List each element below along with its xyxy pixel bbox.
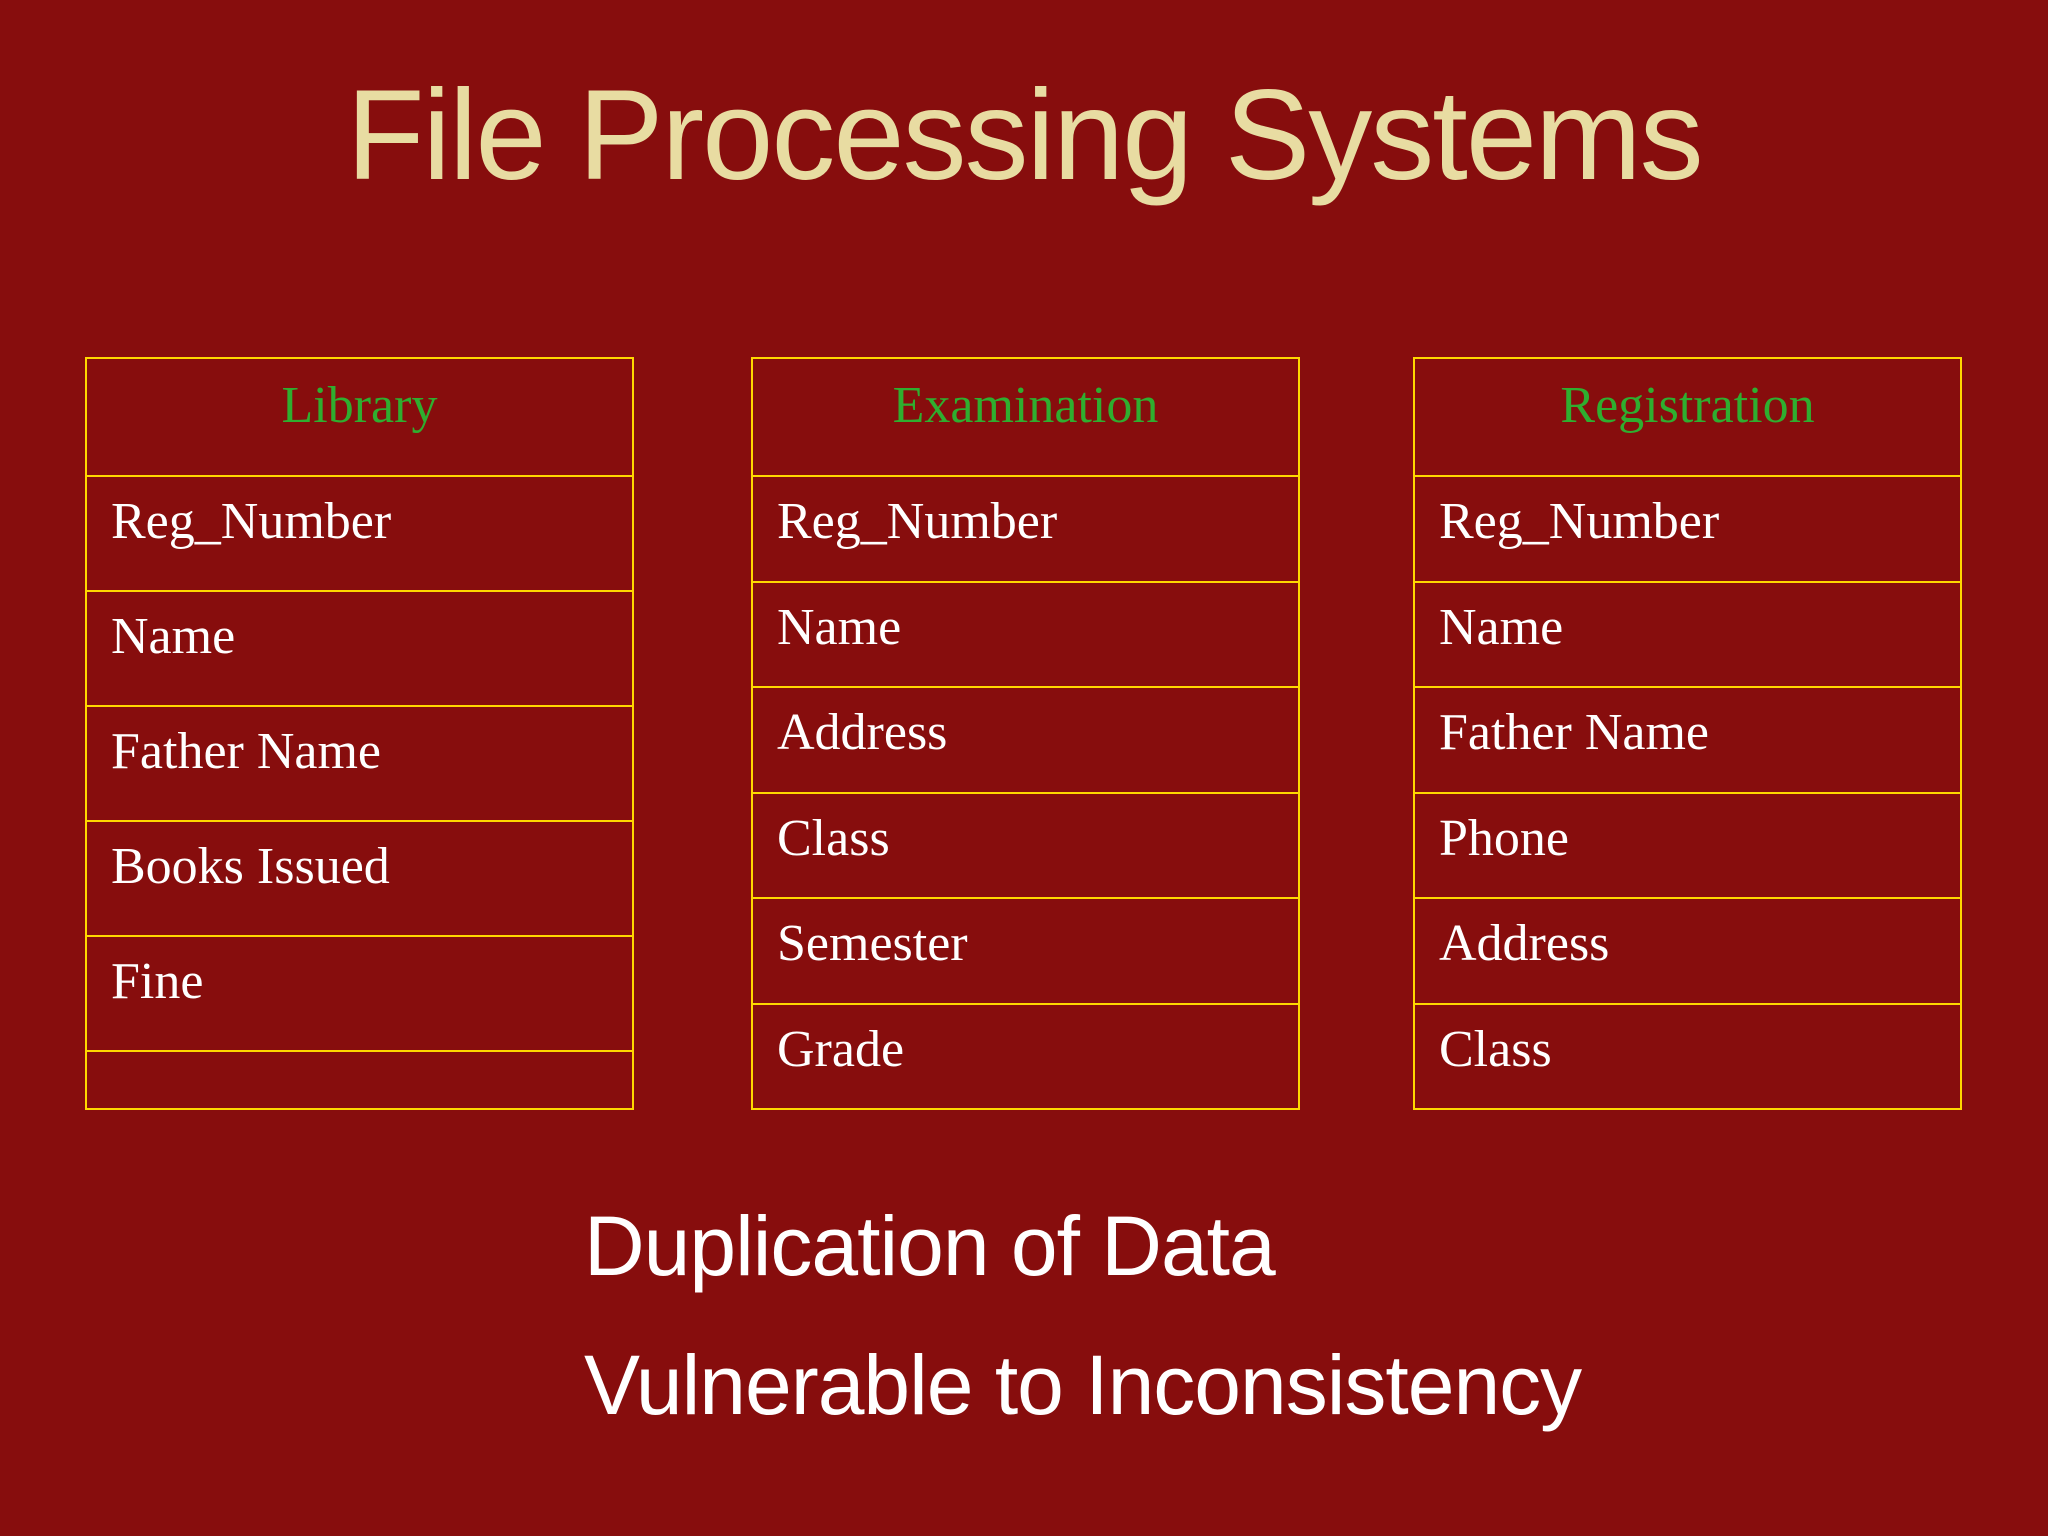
note-duplication-of-data: Duplication of Data xyxy=(584,1199,1276,1293)
library-table: Library Reg_Number Name Father Name Book… xyxy=(85,357,634,1110)
table-row: Books Issued xyxy=(87,822,632,938)
slide-title: File Processing Systems xyxy=(346,64,1703,207)
table-row: Class xyxy=(1439,1020,1552,1078)
table-row: Name xyxy=(1415,583,1960,688)
table-row: Semester xyxy=(753,899,1298,1005)
registration-table: Registration Reg_Number Name Father Name… xyxy=(1413,357,1962,1110)
table-row: Reg_Number xyxy=(87,477,632,593)
table-row: Address xyxy=(753,688,1298,794)
library-table-title: Library xyxy=(87,359,632,477)
table-row: Reg_Number xyxy=(1415,477,1960,583)
registration-table-title: Registration xyxy=(1415,359,1960,477)
table-row: Address xyxy=(1415,899,1960,1005)
table-row: Grade xyxy=(777,1020,905,1078)
table-row: Phone xyxy=(1415,794,1960,899)
table-row: Reg_Number xyxy=(753,477,1298,583)
note-vulnerable-to-inconsistency: Vulnerable to Inconsistency xyxy=(584,1338,1582,1432)
table-row: Class xyxy=(753,794,1298,899)
table-row: Name xyxy=(753,583,1298,688)
examination-table: Examination Reg_Number Name Address Clas… xyxy=(751,357,1300,1110)
table-row-empty xyxy=(87,1052,632,1108)
table-row: Father Name xyxy=(1415,688,1960,794)
table-row: Fine xyxy=(87,937,632,1053)
table-row: Name xyxy=(87,592,632,708)
table-row: Father Name xyxy=(87,707,632,823)
examination-table-title: Examination xyxy=(753,359,1298,477)
